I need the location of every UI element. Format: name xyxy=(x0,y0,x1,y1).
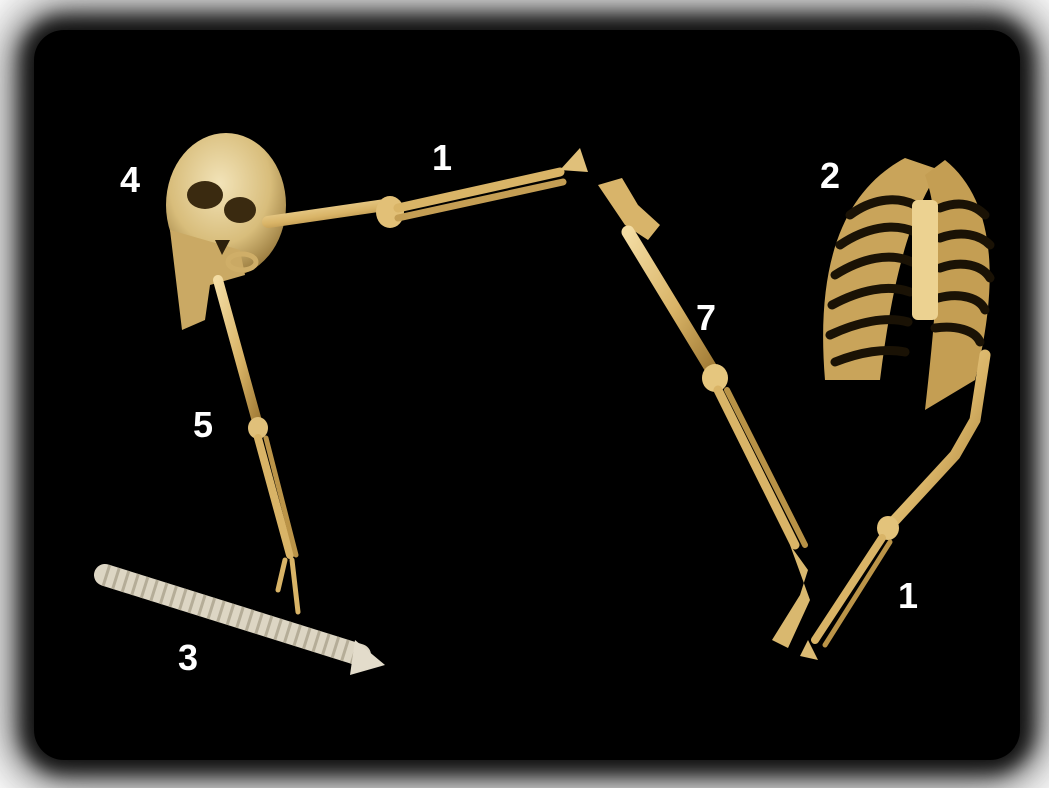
label-upper-limb-bottom: 1 xyxy=(898,578,918,614)
label-lower-leg-left: 5 xyxy=(193,407,213,443)
label-ribcage: 2 xyxy=(820,158,840,194)
lower-leg-left xyxy=(218,280,298,612)
leg-right xyxy=(598,178,810,648)
upper-limb-bottom xyxy=(800,355,985,660)
label-upper-limb-top: 1 xyxy=(432,140,452,176)
spine xyxy=(105,575,385,675)
label-spine: 3 xyxy=(178,640,198,676)
label-leg-right: 7 xyxy=(696,300,716,336)
ribcage xyxy=(823,158,990,410)
label-skull: 4 xyxy=(120,162,140,198)
upper-limb-top xyxy=(268,148,588,228)
